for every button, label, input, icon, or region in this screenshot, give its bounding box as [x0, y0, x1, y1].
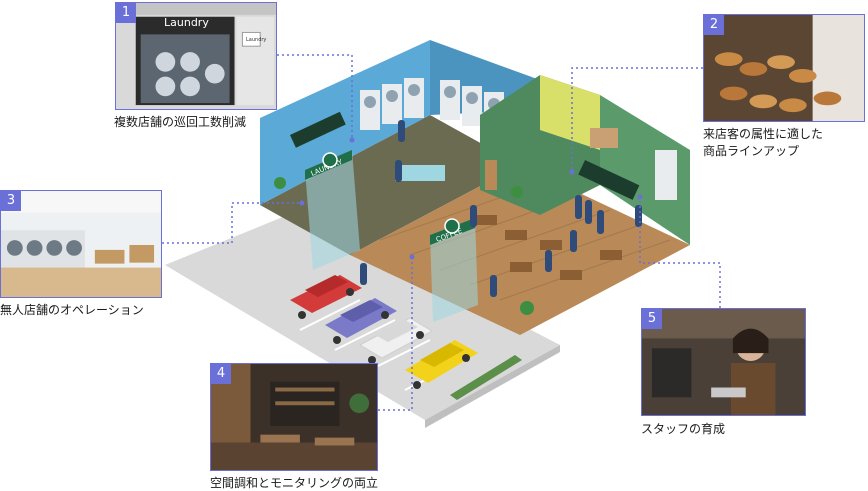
cafe-interior-image — [211, 364, 377, 470]
callout-2-caption-line1: 来店客の属性に適した — [703, 127, 824, 141]
white-car — [358, 317, 434, 364]
cafe-yellow-wall — [540, 75, 600, 150]
laundry-table — [395, 165, 445, 181]
cafe-shelf — [590, 128, 618, 148]
connector-dots — [299, 137, 643, 260]
callout-3-caption: 無人店舗のオペレーション — [0, 303, 144, 317]
cafe-right-wall — [600, 95, 690, 245]
yellow-car — [405, 340, 478, 389]
cafe-door — [485, 160, 497, 190]
callout-5-photo: 5 — [641, 308, 806, 416]
planter — [450, 355, 522, 400]
callout-3-photo: 3 — [0, 190, 162, 298]
laundry-entrance: LAUNDRY — [305, 150, 360, 270]
red-car — [290, 275, 362, 319]
connector-lines — [162, 54, 721, 411]
laundry-back-wall — [260, 40, 430, 205]
laundry-door-label: Laundry — [246, 37, 267, 43]
cafe-fridge — [655, 150, 677, 200]
bakery-pastries-image — [704, 15, 864, 121]
callout-2-number: 2 — [704, 15, 724, 35]
callout-3-number: 3 — [1, 191, 21, 211]
cafe-menu-board — [578, 160, 640, 200]
callout-4-number: 4 — [211, 364, 231, 384]
callout-1-photo: Laundry Laundry 1 — [115, 2, 277, 110]
purple-car — [325, 298, 397, 344]
callout-4-caption: 空間調和とモニタリングの両立 — [210, 476, 379, 490]
callout-1-number: 1 — [116, 3, 136, 23]
plants — [274, 177, 534, 315]
laundry-storefront-image — [116, 3, 276, 109]
coffee-entrance: COFFEE — [430, 218, 478, 322]
barista-staff-image — [642, 309, 805, 415]
callout-1-caption: 複数店舗の巡回工数削減 — [114, 115, 247, 129]
callout-5-number: 5 — [642, 309, 662, 329]
callout-5-caption: スタッフの育成 — [641, 422, 726, 436]
laundromat-interior-image — [1, 191, 161, 297]
cafe-tables — [475, 215, 622, 280]
laundry-store-sign: Laundry — [164, 16, 209, 29]
ground-shadow — [425, 345, 560, 428]
callout-2-caption-line2: 商品ラインアップ — [703, 144, 800, 158]
callout-4-photo: 4 — [210, 363, 378, 471]
laundry-wall-panel — [290, 111, 346, 148]
callout-2-photo: 2 — [703, 14, 865, 122]
